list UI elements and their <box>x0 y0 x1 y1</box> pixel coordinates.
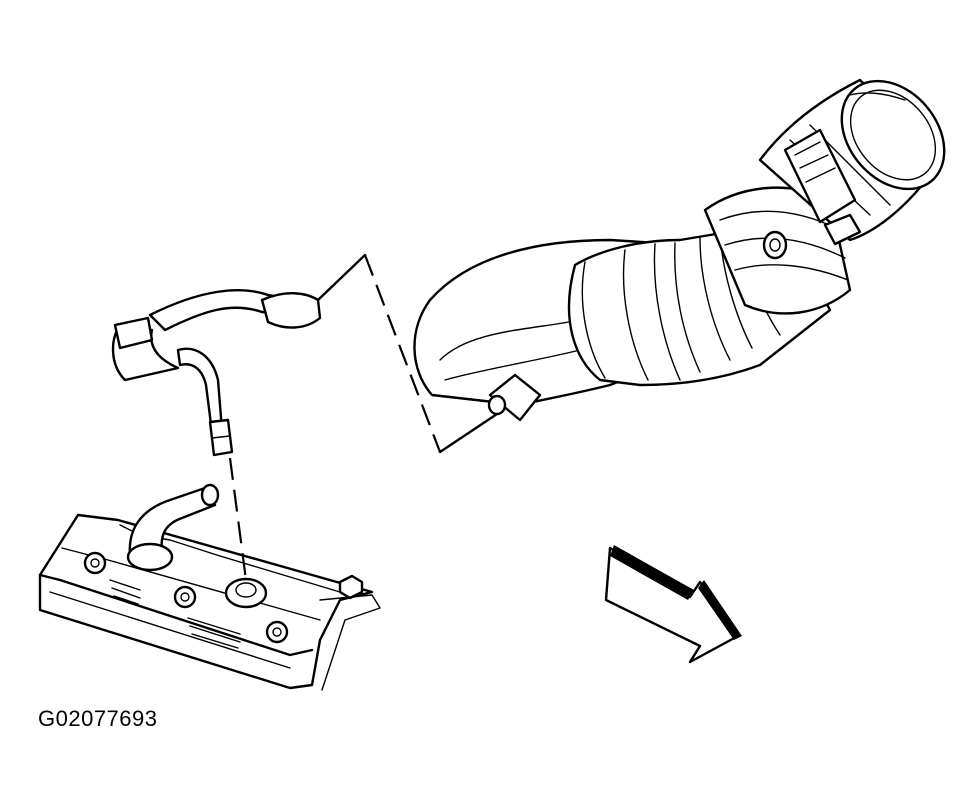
view-direction-arrow-icon <box>604 545 742 664</box>
bolt <box>265 620 289 644</box>
duct-nipple <box>487 373 542 422</box>
cover-elbow <box>126 483 220 572</box>
clamp-screw <box>762 230 788 260</box>
pcv-hose <box>111 288 322 457</box>
bolt <box>173 585 197 609</box>
intake-opening <box>840 79 946 191</box>
valve-cover <box>38 483 381 691</box>
air-intake-duct <box>413 78 946 422</box>
pcv-port <box>224 577 268 609</box>
figure-id-label: G02077693 <box>38 706 158 731</box>
alignment-lines <box>228 253 502 581</box>
bolt <box>338 574 364 600</box>
bolt <box>83 551 107 575</box>
